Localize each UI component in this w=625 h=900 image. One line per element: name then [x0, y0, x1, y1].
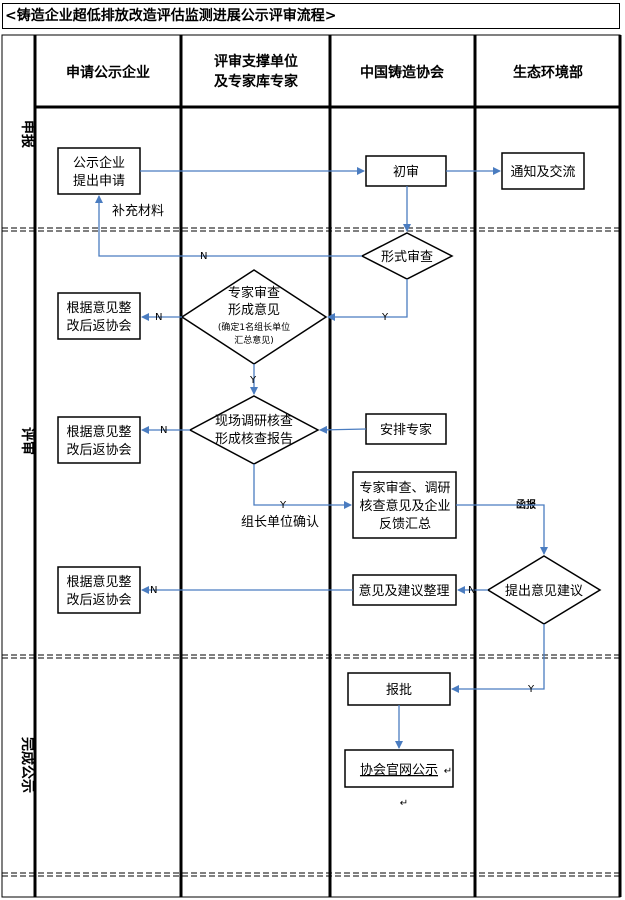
box-revise-3 [57, 566, 141, 614]
revise-1-line2: 改后返协会 [66, 319, 131, 334]
edge-label-n3: N [160, 425, 167, 436]
lane-header-association: 中国铸造协会 [360, 64, 445, 81]
revise-3-line2: 改后返协会 [66, 593, 131, 608]
revise-1-line1: 根据意见整 [66, 300, 131, 316]
edge-label-n2: N [155, 312, 162, 323]
lane-header-applicant: 申请公示企业 [66, 64, 150, 81]
lane-header-support-l2: 及专家库专家 [214, 73, 299, 90]
box-apply [57, 147, 141, 195]
edge-label-n4: N [468, 585, 475, 596]
arrow-propose-to-approve [451, 624, 545, 693]
form-check-label: 形式审查 [381, 250, 433, 265]
phase-label-review: 评审 [19, 427, 36, 455]
flow-arrows [95, 167, 548, 749]
box-publish [344, 749, 454, 788]
phase-label-publish: 完成公示 [19, 737, 36, 793]
box-revise-1 [57, 292, 141, 340]
arrow-form-to-expert [327, 279, 408, 321]
expert-review-line3: (确定1名组长单位 [218, 321, 290, 333]
propose-label: 提出意见建议 [505, 583, 583, 599]
arrange-experts-label: 安排专家 [380, 422, 432, 438]
expert-review-line2: 形成意见 [228, 302, 280, 318]
lane-header-ministry: 生态环境部 [513, 64, 583, 81]
edge-label-y2: Y [249, 375, 257, 386]
box-opinions [352, 574, 457, 606]
box-notify [501, 152, 585, 190]
apply-line2: 提出申请 [73, 173, 125, 189]
summary-line2: 核查意见及企业 [359, 498, 450, 514]
phase-dividers [2, 227, 620, 877]
revise-3-line1: 根据意见整 [66, 574, 131, 590]
revise-2-line2: 改后返协会 [66, 443, 131, 458]
arrow-arrange-to-site [319, 425, 367, 434]
summary-line1: 专家审查、调研 [359, 480, 450, 496]
supplement-label: 补充材料 [112, 203, 164, 219]
approve-label: 报批 [386, 683, 412, 698]
diamond-site-check [188, 395, 320, 465]
revise-2-line1: 根据意见整 [66, 424, 131, 440]
edge-label-n5: N [150, 585, 157, 596]
page-title: <铸造企业超低排放改造评估监测进展公示评审流程> [2, 3, 620, 29]
box-revise-2 [57, 416, 141, 464]
phase-label-apply: 申报 [19, 120, 36, 148]
arrow-site-to-summary [253, 464, 352, 509]
lane-separators [33, 35, 622, 897]
site-check-line1: 现场调研核查 [215, 414, 293, 429]
notify-label: 通知及交流 [510, 164, 575, 180]
edge-label-n1: N [200, 251, 207, 262]
initial-review-label: 初审 [393, 165, 419, 180]
lane-header-support-l1: 评审支撑单位 [214, 53, 298, 70]
expert-review-line4: 汇总意见) [234, 334, 274, 346]
expert-review-line1: 专家审查 [228, 285, 280, 301]
box-initial-review [365, 155, 447, 187]
summary-line3: 反馈汇总 [379, 517, 431, 532]
leader-confirm-label: 组长单位确认 [241, 515, 319, 530]
publish-label: 协会官网公示 [360, 762, 438, 778]
site-check-line2: 形成核查报告 [215, 432, 293, 447]
edge-label-y4: Y [527, 684, 535, 695]
arrow-form-to-apply [95, 195, 362, 257]
opinions-label: 意见及建议整理 [358, 583, 449, 599]
paragraph-mark: ↵ [400, 798, 408, 809]
apply-line1: 公示企业 [73, 155, 125, 171]
publish-return-mark: ↵ [444, 766, 452, 777]
box-arrange-experts [365, 413, 447, 445]
edge-label-y3: Y [279, 500, 287, 511]
edge-label-y1: Y [381, 312, 389, 323]
arrow-summary-to-propose [456, 504, 548, 555]
